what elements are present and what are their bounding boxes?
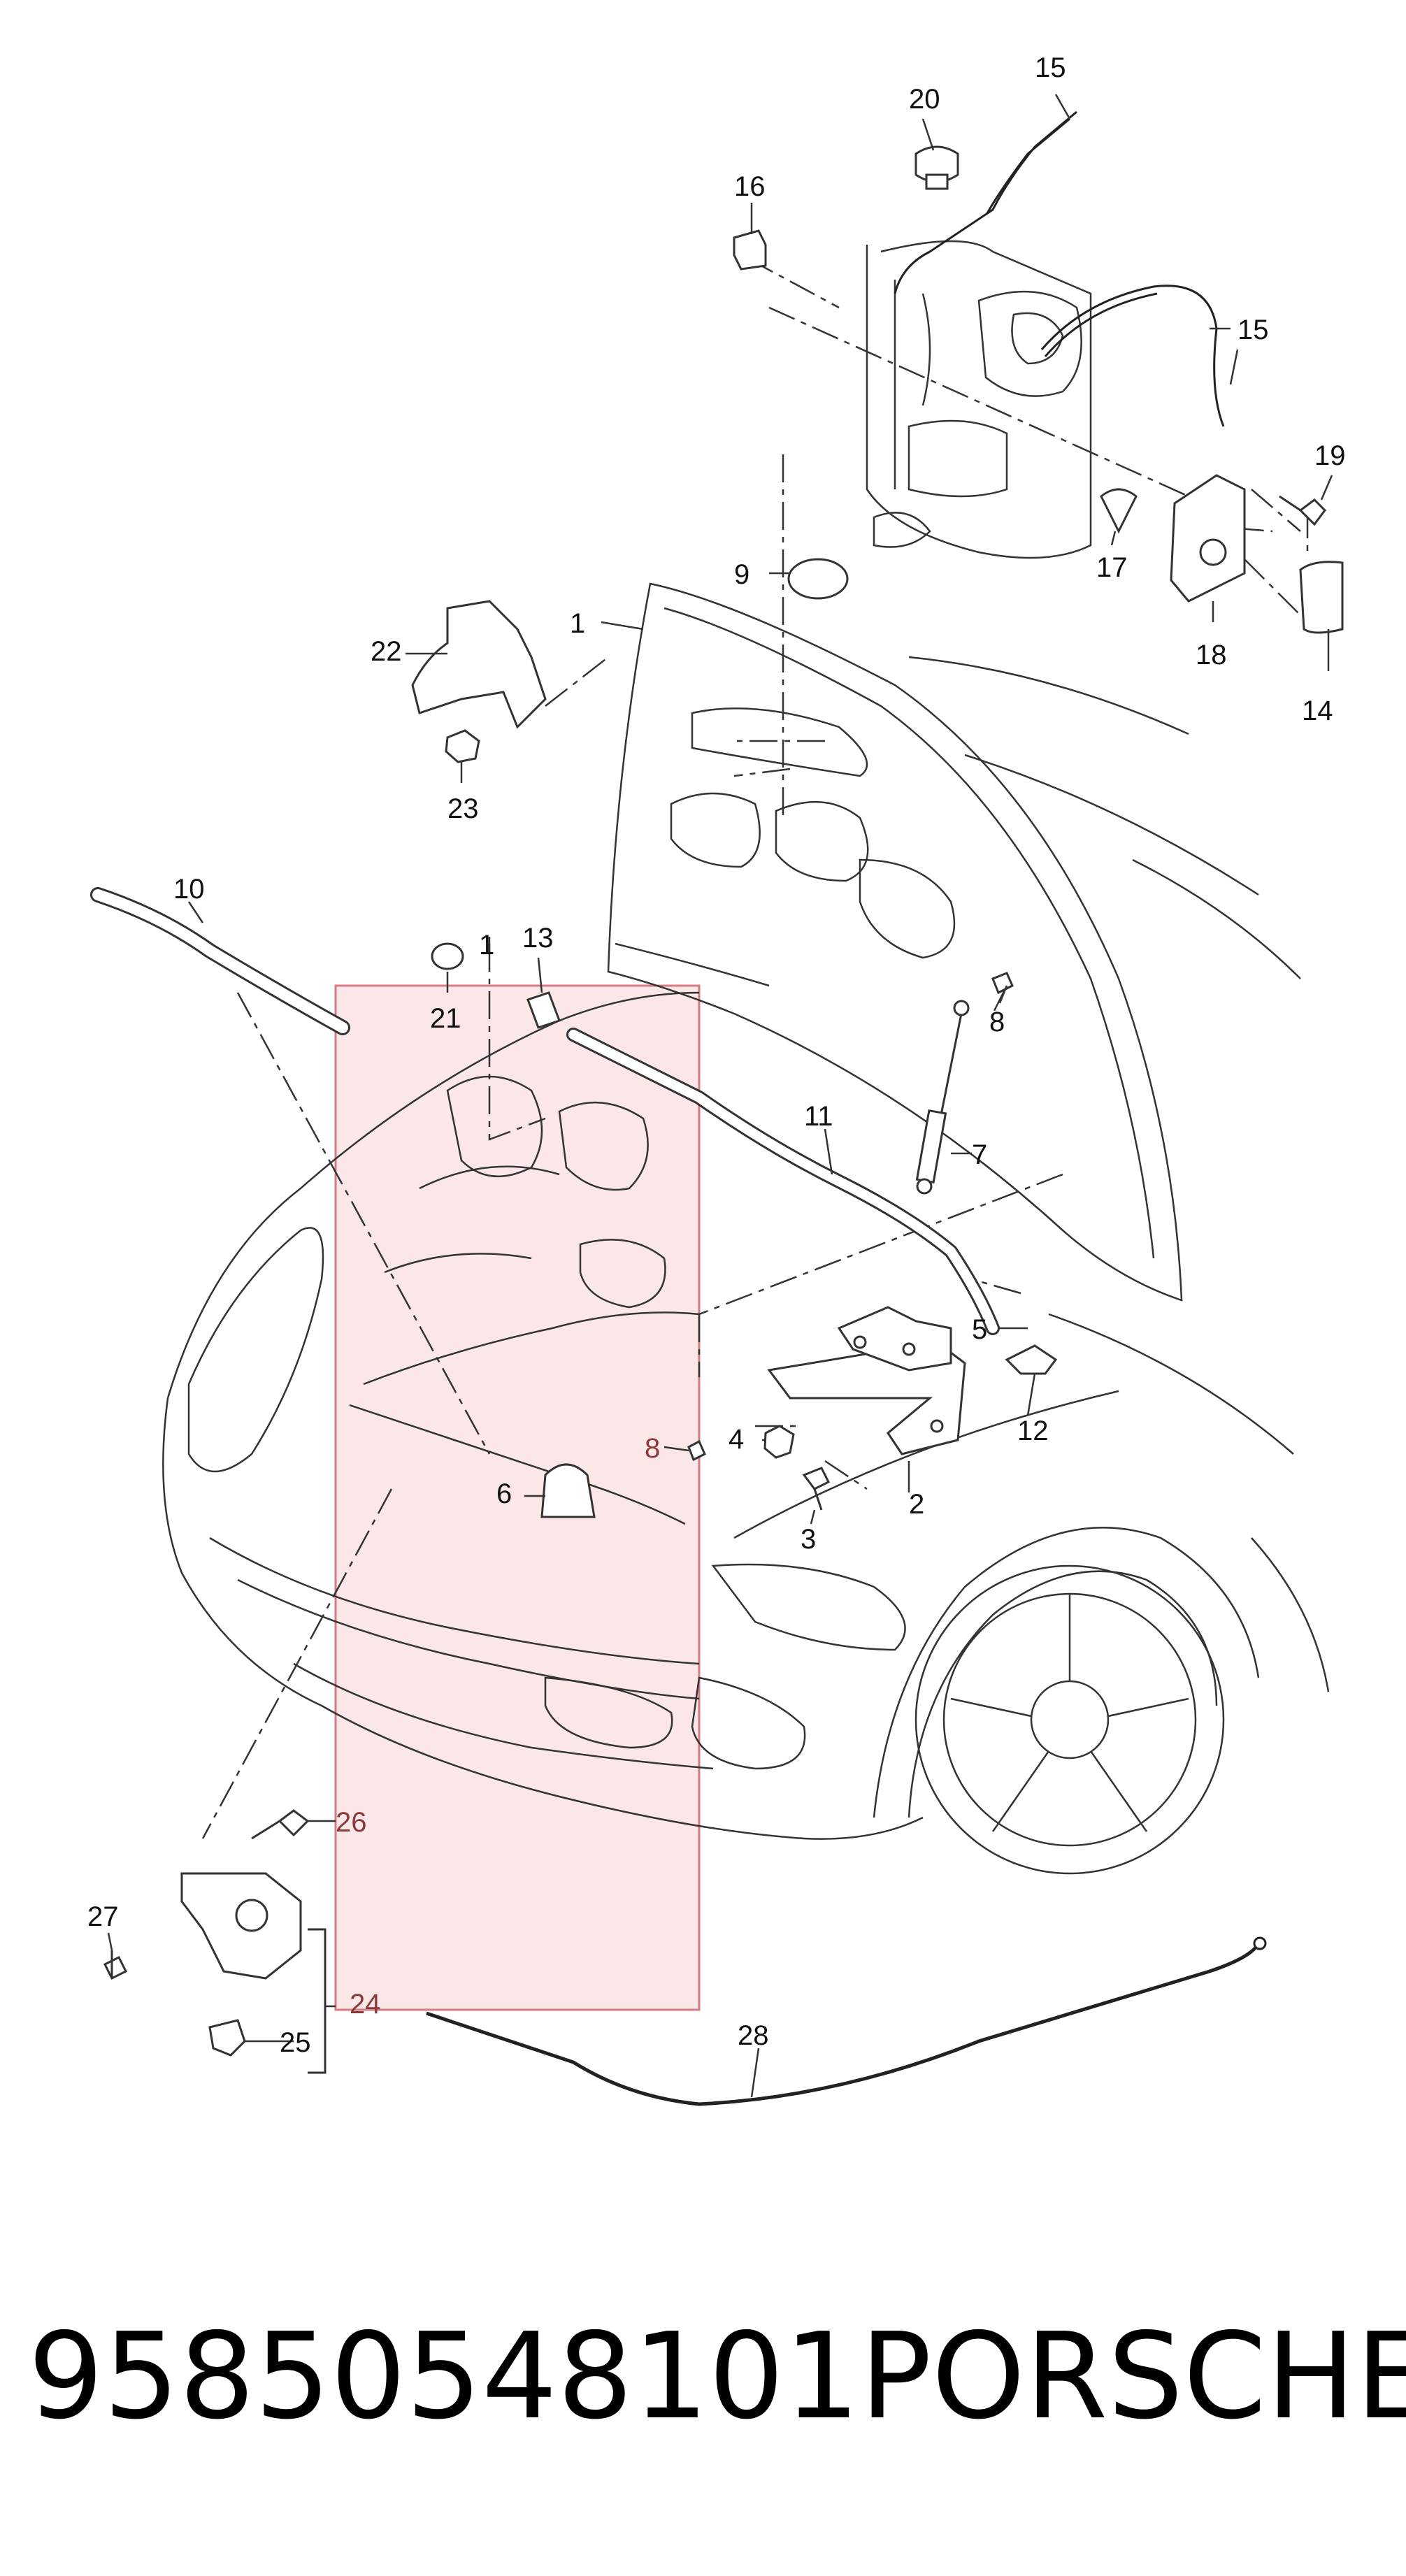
gas-strut [915,1000,970,1195]
callout-24: 24 [350,1989,381,2020]
callout-14: 14 [1302,696,1333,726]
hinge [767,1306,966,1455]
callout-3: 3 [801,1524,816,1555]
highlight-box [334,984,701,2011]
callout-2: 2 [909,1489,924,1520]
callout-10: 10 [173,874,205,905]
callout-5: 5 [972,1314,987,1345]
callout-16: 16 [734,171,766,202]
bracket-12 [1005,1344,1058,1375]
callout-8a: 8 [989,1007,1005,1037]
callout-17: 17 [1096,552,1128,583]
callout-15b: 15 [1238,315,1269,345]
callout-13: 13 [522,923,554,954]
callout-9: 9 [734,559,749,590]
callout-15a: 15 [1035,52,1066,83]
callout-1b: 1 [479,930,494,960]
small-parts [103,145,1344,2057]
callout-12: 12 [1017,1416,1049,1446]
callout-25: 25 [280,2027,311,2058]
callout-6: 6 [496,1478,512,1509]
callout-19: 19 [1314,440,1346,471]
callout-23: 23 [447,793,479,824]
callout-21: 21 [430,1003,461,1034]
callout-28: 28 [738,2020,769,2051]
callout-7: 7 [972,1139,987,1170]
callout-1: 1 [570,608,585,639]
callout-8b: 8 [645,1433,660,1464]
car-body [162,582,1330,1875]
brand-name: PORSCHE [860,2308,1406,2446]
bracket-24 [308,1928,327,2074]
release-cable [894,110,1225,427]
callout-27: 27 [87,1901,119,1932]
cable-28 [426,1942,1261,2106]
callout-26: 26 [336,1807,367,1838]
callout-4: 4 [729,1424,744,1455]
callout-18: 18 [1196,640,1227,670]
callout-22: 22 [371,636,402,667]
callout-leaders [107,94,1333,2098]
callout-11: 11 [804,1101,833,1132]
callout-20: 20 [909,84,940,115]
latch-panel [866,240,1092,559]
part-number: 95850548101 [28,2308,860,2446]
